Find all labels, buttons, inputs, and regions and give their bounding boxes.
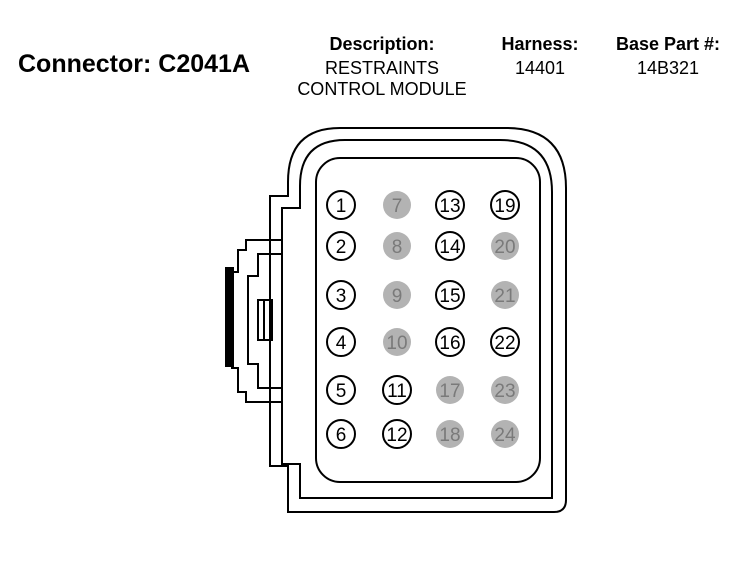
housing-outer-outline [269, 127, 567, 513]
pin-circle [491, 281, 519, 309]
connector-housing [225, 127, 567, 513]
description-header: Description: [329, 34, 435, 54]
pin-circle [383, 328, 411, 356]
latch-bar [225, 267, 234, 367]
pin-label: 6 [336, 425, 347, 446]
pin-label: 21 [494, 286, 515, 307]
pin-label: 11 [387, 381, 407, 402]
pin-22: 22 [490, 327, 520, 357]
pin-13: 13 [435, 190, 465, 220]
pin-label: 15 [439, 286, 460, 307]
pin-14: 14 [435, 231, 465, 261]
pin-8: 8 [383, 232, 411, 260]
pin-circle [326, 375, 356, 405]
pin-2: 2 [326, 231, 356, 261]
pin-label: 9 [392, 286, 403, 307]
pin-circle [383, 232, 411, 260]
pin-15: 15 [435, 280, 465, 310]
pin-label: 2 [336, 237, 347, 258]
pin-circle [382, 375, 412, 405]
pin-6: 6 [326, 419, 356, 449]
pin-11: 11 [382, 375, 412, 405]
pin-circle [436, 420, 464, 448]
pin-16: 16 [435, 327, 465, 357]
pin-label: 17 [439, 381, 460, 402]
pin-4: 4 [326, 327, 356, 357]
pin-label: 24 [494, 425, 516, 446]
pin-circle [490, 190, 520, 220]
pin-1: 1 [326, 190, 356, 220]
pin-label: 5 [336, 381, 347, 402]
pin-circle [491, 376, 519, 404]
pin-label: 16 [439, 333, 460, 354]
pin-circle [491, 232, 519, 260]
pin-circle [490, 327, 520, 357]
pin-17: 17 [436, 376, 464, 404]
pin-label: 14 [439, 237, 461, 258]
pin-5: 5 [326, 375, 356, 405]
pin-label: 23 [494, 381, 515, 402]
pin-label: 18 [439, 425, 460, 446]
pin-circle [326, 419, 356, 449]
harness-header: Harness: [501, 34, 579, 54]
pin-label: 12 [386, 425, 407, 446]
pin-21: 21 [491, 281, 519, 309]
housing-inner-outline [281, 139, 553, 499]
base-part-value: 14B321 [636, 58, 700, 78]
pin-circle [383, 191, 411, 219]
pin-18: 18 [436, 420, 464, 448]
base-part-header: Base Part #: [615, 34, 721, 54]
pin-10: 10 [383, 328, 411, 356]
pin-circle [435, 231, 465, 261]
pin-label: 19 [494, 196, 515, 217]
pin-9: 9 [383, 281, 411, 309]
pin-circle [326, 190, 356, 220]
pin-20: 20 [491, 232, 519, 260]
pin-label: 8 [392, 237, 403, 258]
connector-title: Connector: C2041A [18, 50, 250, 78]
pin-circle [435, 190, 465, 220]
latch-inner [247, 253, 282, 389]
harness-block: Harness: 14401 [490, 33, 590, 79]
pin-circle [326, 280, 356, 310]
pin-circle [435, 327, 465, 357]
description-line-1: RESTRAINTS [324, 58, 439, 78]
pin-circle [383, 281, 411, 309]
pin-label: 3 [336, 286, 347, 307]
pin-circle [436, 376, 464, 404]
pin-7: 7 [383, 191, 411, 219]
pin-3: 3 [326, 280, 356, 310]
description-block: Description: RESTRAINTS CONTROL MODULE [282, 33, 482, 100]
pin-label: 4 [336, 333, 347, 354]
pin-label: 1 [336, 196, 347, 217]
pin-circle [435, 280, 465, 310]
pin-label: 13 [439, 196, 460, 217]
base-part-block: Base Part #: 14B321 [598, 33, 738, 79]
harness-value: 14401 [514, 58, 566, 78]
pin-circle [326, 327, 356, 357]
pin-label: 10 [386, 333, 407, 354]
description-line-2: CONTROL MODULE [297, 79, 467, 99]
pin-circle [382, 419, 412, 449]
pin-23: 23 [491, 376, 519, 404]
pin-label: 22 [494, 333, 515, 354]
pin-12: 12 [382, 419, 412, 449]
pin-24: 24 [491, 420, 519, 448]
pin-circle [326, 231, 356, 261]
pin-label: 20 [494, 237, 515, 258]
pin-cavity-area [315, 157, 541, 483]
pin-19: 19 [490, 190, 520, 220]
pin-circle [491, 420, 519, 448]
pin-label: 7 [392, 196, 403, 217]
